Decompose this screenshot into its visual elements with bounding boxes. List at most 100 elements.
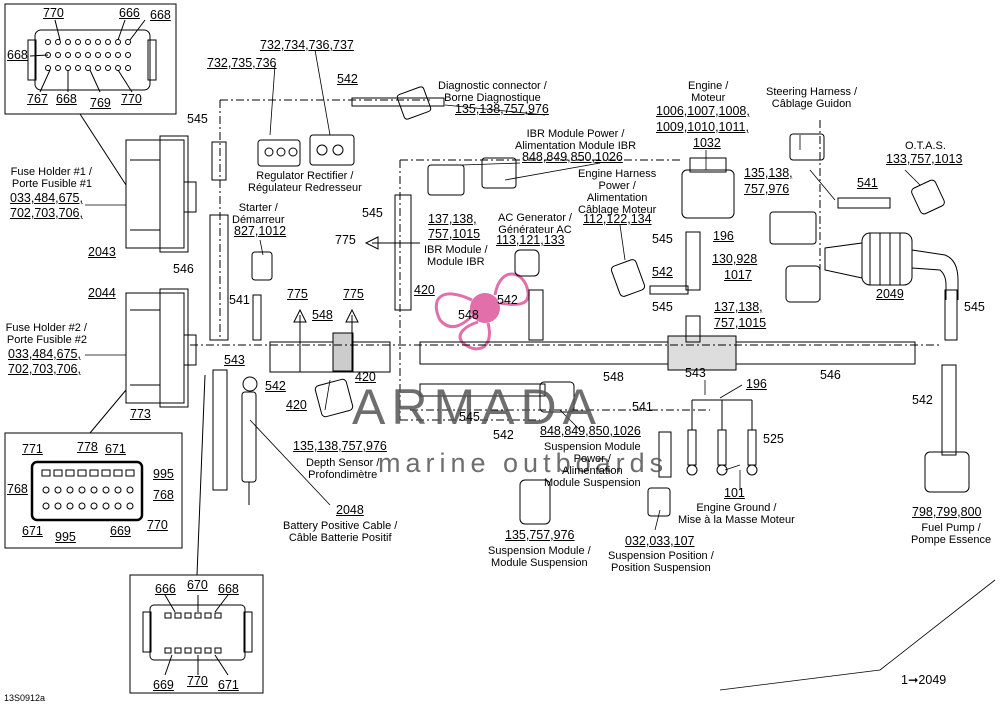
pin-label: 770 xyxy=(121,92,142,106)
component-label: Regulator Rectifier / Régulateur Redress… xyxy=(248,170,362,194)
component-label: Fuse Holder #2 / Porte Fusible #2 xyxy=(5,322,87,346)
part-number: 545 xyxy=(652,232,673,246)
part-number: 546 xyxy=(173,262,194,276)
ground-rings xyxy=(686,399,758,476)
component-label: IBR Module Power / Alimentation Module I… xyxy=(515,128,637,152)
part-number: 133,757,1013 xyxy=(886,152,963,166)
pin-label: 768 xyxy=(153,488,174,502)
part-number: 525 xyxy=(763,432,784,446)
pin-label: 666 xyxy=(119,6,140,20)
part-number: 757,1015 xyxy=(428,227,481,241)
pin-label: 671 xyxy=(22,524,43,538)
part-number: 798,799,800 xyxy=(912,505,982,519)
fuse-holder-2-shape xyxy=(125,288,197,408)
part-number: 137,138, xyxy=(714,300,763,314)
pin-label: 771 xyxy=(22,442,43,456)
pin-label: 669 xyxy=(153,678,174,692)
part-number: 1017 xyxy=(724,268,752,282)
component-label: Diagnostic connector / Borne Diagnostiqu… xyxy=(438,80,547,104)
component-label: O.T.A.S. xyxy=(905,140,946,152)
pin-label: 778 xyxy=(77,440,98,454)
part-number: 548 xyxy=(458,308,479,322)
component-label: Suspension Module Power / Alimentation M… xyxy=(544,441,641,489)
part-number: 1032 xyxy=(693,136,721,150)
part-number: 2043 xyxy=(88,245,116,259)
pin-label: 668 xyxy=(7,48,28,62)
component-label: Suspension Position / Position Suspensio… xyxy=(608,550,714,574)
figure-id: 13S0912a xyxy=(4,693,46,703)
part-number: 545 xyxy=(187,112,208,126)
regulator-connectors xyxy=(257,134,355,167)
component-label: Suspension Module / Module Suspension xyxy=(488,545,591,569)
part-number: 033,484,675, xyxy=(10,191,83,205)
part-number: 543 xyxy=(224,353,245,367)
part-number: 827,1012 xyxy=(234,224,287,238)
part-number: 545 xyxy=(964,300,985,314)
inset-fuse2-frame xyxy=(4,432,183,549)
armada-propeller-logo xyxy=(434,272,530,351)
component-label: Engine Ground / Mise à la Masse Moteur xyxy=(678,502,795,526)
part-number: 702,703,706, xyxy=(8,362,81,376)
part-number: 101 xyxy=(724,486,745,500)
part-number: 542 xyxy=(652,265,673,279)
part-number: 773 xyxy=(130,407,151,421)
component-label: AC Generator / Générateur AC xyxy=(498,212,572,236)
component-label: Battery Positive Cable / Câble Batterie … xyxy=(283,520,398,544)
part-number: 542 xyxy=(497,293,518,307)
part-number: 542 xyxy=(493,428,514,442)
part-number: 702,703,706, xyxy=(10,206,83,220)
fuse-holder-1-shape xyxy=(125,135,197,253)
part-number: 732,735,736 xyxy=(207,56,277,70)
part-number: 757,1015 xyxy=(714,316,767,330)
part-number: 113,121,133 xyxy=(496,233,565,247)
part-number: 775 xyxy=(335,233,356,247)
part-number: 775 xyxy=(343,287,364,301)
component-label: Engine / Moteur xyxy=(688,80,729,104)
part-number: 1006,1007,1008, xyxy=(656,104,750,118)
pin-label: 668 xyxy=(218,582,239,596)
part-number: 2044 xyxy=(88,286,116,300)
inset-bottom-frame xyxy=(129,574,264,694)
component-label: IBR Module / Module IBR xyxy=(424,244,488,268)
pin-label: 666 xyxy=(155,582,176,596)
part-number: 757,976 xyxy=(744,182,790,196)
part-number: 2049 xyxy=(876,287,904,301)
part-number: 541 xyxy=(229,293,250,307)
part-number: 032,033,107 xyxy=(625,534,695,548)
part-number: 135,138,757,976 xyxy=(293,439,387,453)
watermark-brand: ARMADA xyxy=(352,379,602,435)
part-number: 420 xyxy=(286,398,307,412)
part-number: 112,122,134 xyxy=(583,212,652,226)
pin-label: 770 xyxy=(43,6,64,20)
pin-label: 770 xyxy=(187,674,208,688)
part-number: 775 xyxy=(287,287,308,301)
part-number: 732,734,736,737 xyxy=(260,38,354,52)
part-number: 848,849,850,1026 xyxy=(540,424,641,438)
part-number: 542 xyxy=(912,393,933,407)
diag-connector-shape xyxy=(396,86,432,120)
part-number: 135,138,757,976 xyxy=(455,102,549,116)
pin-label: 769 xyxy=(90,96,111,110)
part-number: 196 xyxy=(746,377,767,391)
pin-label: 770 xyxy=(147,518,168,532)
part-number: 420 xyxy=(414,283,435,297)
part-number: 2048 xyxy=(336,503,364,517)
part-number: 545 xyxy=(362,206,383,220)
pin-label: 671 xyxy=(218,678,239,692)
part-number: 135,757,976 xyxy=(505,528,575,542)
inset-top-frame xyxy=(4,3,177,115)
part-number: 545 xyxy=(652,300,673,314)
part-number: 196 xyxy=(713,229,734,243)
part-number: 420 xyxy=(355,370,376,384)
part-number: 542 xyxy=(337,72,358,86)
pin-label: 671 xyxy=(105,442,126,456)
part-number: 548 xyxy=(603,370,624,384)
watermark-tagline: marine outboards xyxy=(378,448,669,478)
component-label: Fuse Holder #1 / Porte Fusible #1 xyxy=(10,166,92,190)
part-number: 541 xyxy=(632,400,653,414)
part-number: 135,138, xyxy=(744,166,793,180)
part-number: 1009,1010,1011, xyxy=(656,120,749,134)
part-number: 541 xyxy=(857,176,878,190)
